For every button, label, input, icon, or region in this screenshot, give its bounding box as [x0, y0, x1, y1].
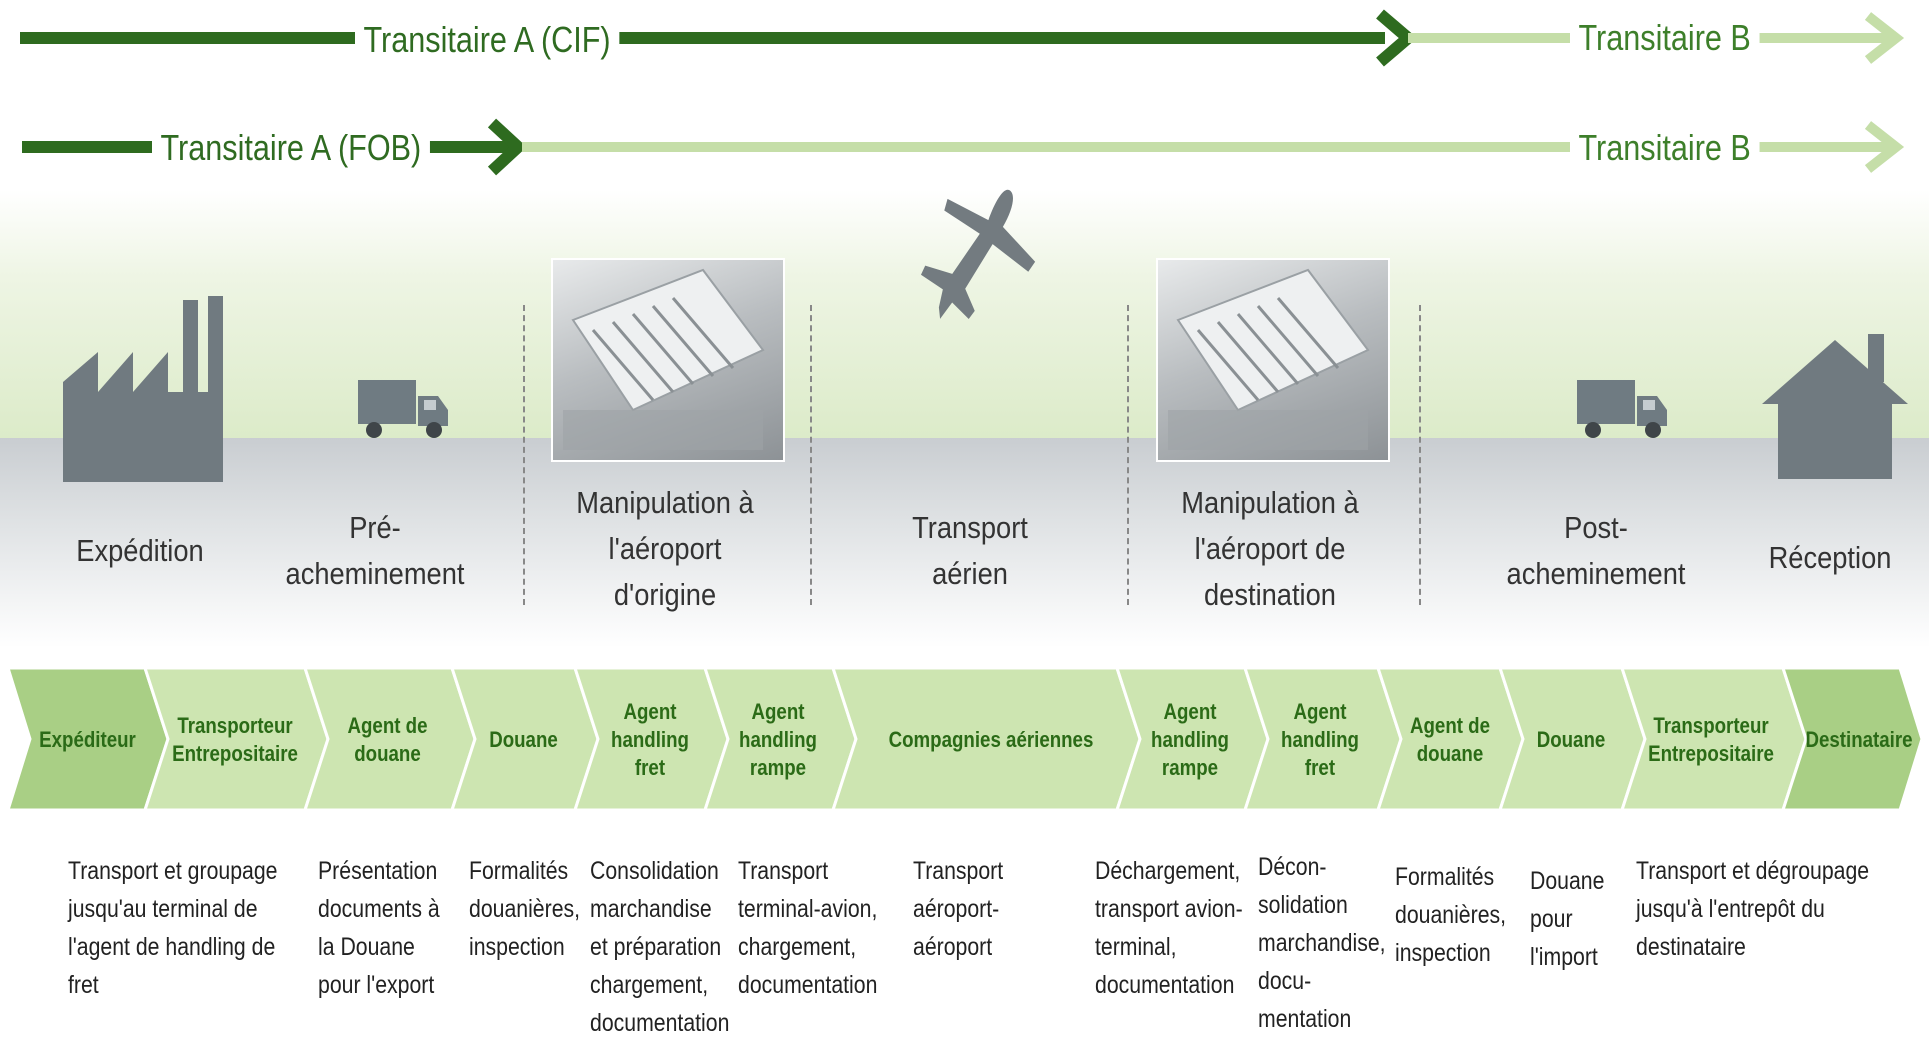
stage-transport-aerien: Transport aérien	[912, 510, 1028, 591]
factory-icon	[63, 296, 223, 482]
transitaire-b-fob-label: Transitaire B	[1570, 126, 1760, 170]
chevron-expediteur: Expéditeur	[39, 727, 136, 752]
desc-transport-degroupage: Transport et dégroupage jusqu'à l'entrep…	[1636, 857, 1870, 961]
destination-airport-photo	[1156, 258, 1390, 462]
transitaire-b-cif-label: Transitaire B	[1570, 16, 1760, 60]
stage-pre-acheminement: Pré- acheminement	[285, 510, 465, 591]
chevron-transporteur-entrepositaire: Transporteur Entrepositaire	[172, 713, 298, 766]
desc-deconsolidation: Décon- solidation marchandise, docu- men…	[1258, 853, 1386, 1033]
stage-divider	[810, 305, 812, 605]
stage-divider	[1127, 305, 1129, 605]
stage-divider	[1419, 305, 1421, 605]
desc-dechargement: Déchargement, transport avion- terminal,…	[1095, 857, 1243, 999]
actor-chevrons	[5, 666, 1924, 812]
desc-transport-aeroport: Transport aéroport- aéroport	[913, 857, 1004, 961]
background-grey-band	[0, 438, 1929, 648]
origin-airport-photo	[551, 258, 785, 462]
desc-consolidation: Consolidation marchandise et préparation…	[590, 857, 730, 1037]
house-icon	[1762, 334, 1908, 479]
airplane-icon	[920, 189, 1036, 320]
transitaire-a-fob-label: Transitaire A (FOB)	[152, 126, 430, 170]
chevron-compagnies-aeriennes: Compagnies aériennes	[888, 727, 1094, 752]
stage-divider	[523, 305, 525, 605]
chevron-agent-douane-dest: Agent de douane	[1409, 713, 1491, 766]
fob-dark-arrow-head	[487, 118, 527, 176]
chevron-douane-dest: Douane	[1536, 727, 1606, 752]
desc-douane-import: Douane pour l'import	[1530, 867, 1605, 971]
desc-formalites-export: Formalités douanières, inspection	[469, 857, 581, 961]
stage-post-acheminement: Post- acheminement	[1506, 510, 1686, 591]
chevron-transporteur-entrepositaire-dest: Transporteur Entrepositaire	[1648, 713, 1774, 766]
chevron-agent-douane: Agent de douane	[347, 713, 428, 766]
desc-presentation-documents: Présentation documents à la Douane pour …	[318, 857, 440, 999]
chevron-douane: Douane	[489, 727, 558, 752]
stage-expedition: Expédition	[76, 533, 204, 568]
chevron-destinataire: Destinataire	[1805, 727, 1913, 752]
chevron-agent-handling-rampe: Agent handling rampe	[739, 699, 817, 780]
chevron-agent-handling-rampe-dest: Agent handling rampe	[1151, 699, 1229, 780]
stage-manipulation-destination: Manipulation à l'aéroport de destination	[1181, 485, 1359, 612]
chevron-agent-handling-fret-dest: Agent handling fret	[1281, 699, 1359, 780]
cif-light-arrow-head	[1864, 12, 1905, 64]
stage-manipulation-origine: Manipulation à l'aéroport d'origine	[576, 485, 754, 612]
stage-reception: Réception	[1768, 540, 1892, 575]
truck-icon	[358, 380, 448, 438]
desc-transport-groupage: Transport et groupage jusqu'au terminal …	[68, 857, 278, 999]
transitaire-a-cif-label: Transitaire A (CIF)	[355, 18, 620, 62]
truck-icon	[1577, 380, 1667, 438]
fob-light-arrow-head	[1864, 121, 1905, 173]
desc-formalites-import: Formalités douanières, inspection	[1395, 863, 1507, 967]
chevron-agent-handling-fret: Agent handling fret	[611, 699, 689, 780]
desc-transport-terminal-avion: Transport terminal-avion, chargement, do…	[738, 857, 878, 999]
